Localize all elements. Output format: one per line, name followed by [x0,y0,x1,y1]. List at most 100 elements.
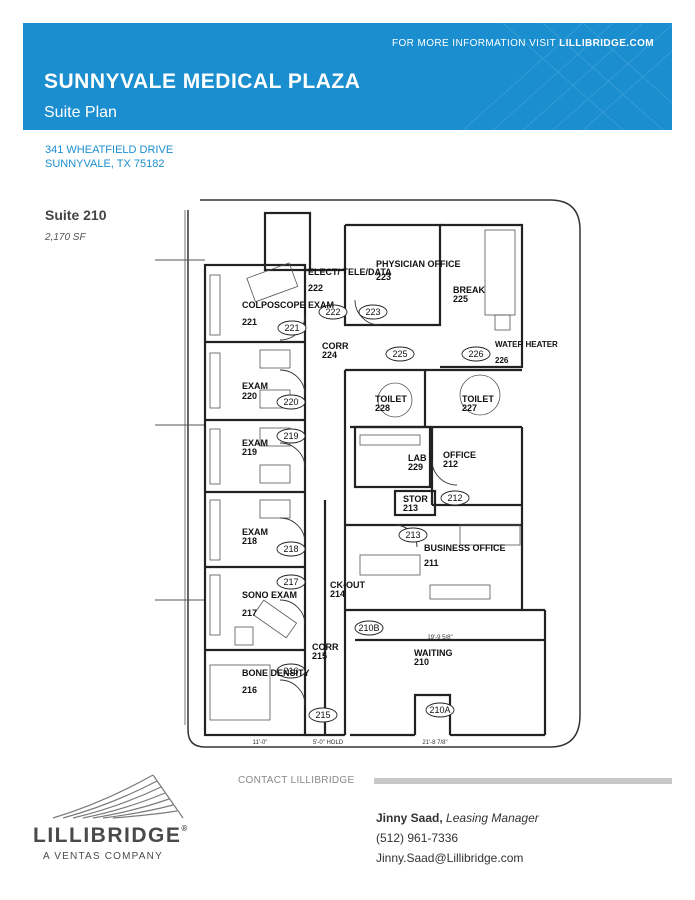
suite-name: Suite 210 [45,207,107,223]
room-210-name: WAITING [414,648,453,658]
contact-email[interactable]: Jinny.Saad@Lillibridge.com [376,851,524,865]
room-216-number: 216 [242,685,257,695]
dimension-bottom: 21'-8 7/8" [422,740,447,746]
address: 341 WHEATFIELD DRIVE SUNNYVALE, TX 75182 [45,143,173,171]
room-219-number: 219 [242,447,257,457]
room-227-name: TOILET [462,394,494,404]
door-tag-220-text: 220 [283,397,298,407]
door-tag-210a [425,702,455,718]
room-214-number: 214 [330,589,345,599]
contact-name-line: Jinny Saad, Leasing Manager [376,808,539,828]
header-banner: FOR MORE INFORMATION VISIT LILLIBRIDGE.C… [23,23,672,130]
door-tag-215 [308,707,338,723]
floor-plan: 221 222 223 225 226 220 219 212 213 218 … [155,199,581,748]
door-tag-213-text: 213 [405,530,420,540]
more-info-text: FOR MORE INFORMATION VISIT LILLIBRIDGE.C… [392,38,654,49]
contact-info: Jinny Saad, Leasing Manager (512) 961-73… [376,808,539,868]
door-tag-210a-text: 210A [429,705,450,715]
room-225-number: 225 [453,294,468,304]
address-line-2: SUNNYVALE, TX 75182 [45,158,165,170]
room-227-number: 227 [462,403,477,413]
room-214-name: CK-OUT [330,580,365,590]
door-tag-217 [276,574,306,590]
room-211-number: 211 [424,558,439,568]
room-212-number: 212 [443,459,458,469]
door-tag-222 [318,304,348,320]
door-tag-216-text: 216 [283,666,298,676]
logo-wordmark: LILLIBRIDGE® [33,824,189,848]
dimension-waiting: 19'-9 5/8" [427,635,452,641]
room-219-name: EXAM [242,438,268,448]
room-224-name: CORR [322,341,349,351]
door-tag-221 [277,320,307,336]
page-subtitle: Suite Plan [44,104,117,121]
room-225-name: BREAK [453,285,486,295]
room-221-number: 221 [242,317,257,327]
logo-tagline: A VENTAS COMPANY [43,851,163,862]
room-218-name: EXAM [242,527,268,537]
room-229-number: 229 [408,462,423,472]
door-tag-219 [276,428,306,444]
banner-pattern [462,23,672,130]
door-tag-225 [385,346,415,362]
room-217-number: 217 [242,608,257,618]
door-tag-218-text: 218 [283,544,298,554]
room-222-name: ELECT/ TELE/DATA [308,267,392,277]
room-218-number: 218 [242,536,257,546]
door-tag-223 [358,304,388,320]
room-212-name: OFFICE [443,450,476,460]
room-216-name: BONE DENSITY [242,668,310,678]
address-line-1: 341 WHEATFIELD DRIVE [45,144,174,156]
room-215-name: CORR [312,642,339,652]
door-tag-210b-text: 210B [358,623,379,633]
room-215-number: 215 [312,651,327,661]
door-tag-217-text: 217 [283,577,298,587]
door-tag-218 [276,541,306,557]
contact-phone[interactable]: (512) 961-7336 [376,831,459,845]
door-tag-216 [276,663,306,679]
door-tag-213 [398,527,428,543]
dimension-left: 11'-0" [253,740,268,746]
room-224-number: 224 [322,350,337,360]
door-tag-221-text: 221 [284,323,299,333]
room-220-name: EXAM [242,381,268,391]
door-tag-220 [276,394,306,410]
page-title: SUNNYVALE MEDICAL PLAZA [44,70,361,93]
dimension-hold: 5'-0" HOLD [313,740,344,746]
room-213-number: 213 [403,503,418,513]
door-tag-210b [354,620,384,636]
room-221-name: COLPOSCOPE EXAM [242,300,334,310]
door-tag-215-text: 215 [315,710,330,720]
building-outline [187,199,581,748]
room-228-name: TOILET [375,394,407,404]
room-226-name: WATER HEATER [495,340,558,349]
contact-divider-bar [374,778,672,784]
door-tag-226-text: 226 [468,349,483,359]
room-229-name: LAB [408,453,427,463]
door-tag-212-text: 212 [447,493,462,503]
room-220-number: 220 [242,391,257,401]
contact-section-label: CONTACT LILLIBRIDGE [238,775,355,786]
lillibridge-logo-icon [52,774,184,819]
room-211-name: BUSINESS OFFICE [424,543,506,553]
contact-name: Jinny Saad, [376,811,443,825]
room-226-number: 226 [495,356,509,365]
room-210-number: 210 [414,657,429,667]
room-213-name: STOR [403,494,428,504]
door-tag-223-text: 223 [365,307,380,317]
contact-role: Leasing Manager [446,811,539,825]
website-link[interactable]: LILLIBRIDGE.COM [559,38,654,49]
logo-wordmark-text: LILLIBRIDGE [33,824,182,847]
room-217-name: SONO EXAM [242,590,297,600]
door-tag-222-text: 222 [325,307,340,317]
door-tag-225-text: 225 [392,349,407,359]
door-tag-212 [440,490,470,506]
door-tag-226 [461,346,491,362]
room-228-number: 228 [375,403,390,413]
logo-registered-mark: ® [181,824,189,833]
suite-area: 2,170 SF [45,232,86,243]
room-222-number: 222 [308,283,323,293]
more-info-prefix: FOR MORE INFORMATION VISIT [392,38,556,49]
room-223-number: 223 [376,272,391,282]
room-223-name: PHYSICIAN OFFICE [376,259,461,269]
